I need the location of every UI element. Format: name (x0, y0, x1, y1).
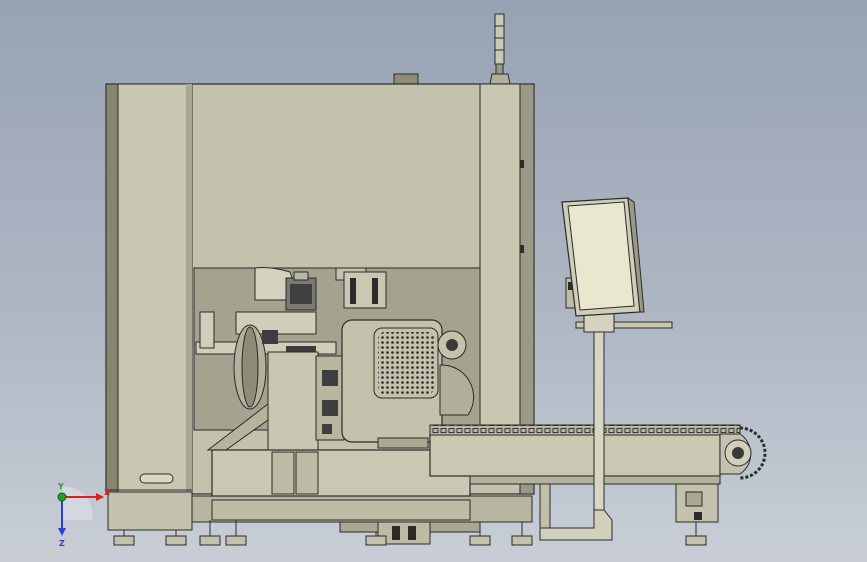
spindle-assembly (195, 271, 387, 453)
work-table (211, 449, 471, 521)
x-axis-label: X (104, 488, 111, 497)
monitor-stand (539, 196, 673, 541)
y-axis-label: Y (57, 482, 64, 491)
z-axis-label: Z (59, 539, 65, 548)
leveling-feet (113, 520, 707, 546)
motor-housing (341, 319, 475, 449)
coordinate-triad-icon (57, 486, 104, 536)
signal-tower (489, 13, 511, 85)
